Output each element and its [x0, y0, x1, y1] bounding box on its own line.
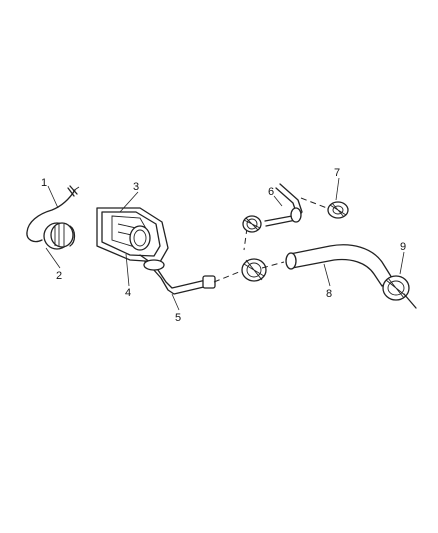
fuel-cap: [43, 222, 76, 250]
fuel-hose: [261, 244, 393, 287]
callout-7: 7: [334, 167, 340, 179]
clamp-7: [327, 201, 349, 219]
callout-2: 2: [56, 270, 62, 282]
callout-3: 3: [133, 181, 139, 193]
callout-1: 1: [41, 177, 47, 189]
vent-tube: [243, 183, 333, 251]
callout-9: 9: [400, 241, 406, 253]
callout-8: 8: [326, 288, 332, 300]
fuel-cap-tether: [26, 185, 80, 243]
leader-lines: [45, 177, 405, 311]
clamp-mid: [241, 258, 267, 282]
callout-4: 4: [125, 287, 131, 299]
clamp-upper: [242, 215, 262, 233]
filler-housing: [96, 207, 169, 263]
filler-neck-tube: [139, 254, 245, 295]
clamp-9: [382, 275, 417, 309]
callout-5: 5: [175, 312, 181, 324]
callout-6: 6: [268, 186, 274, 198]
